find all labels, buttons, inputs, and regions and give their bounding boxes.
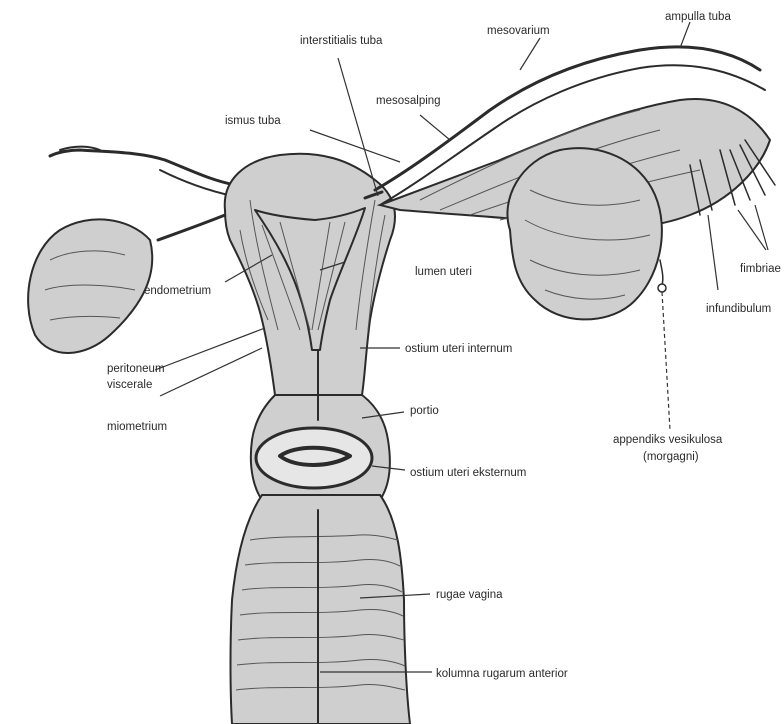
- label-portio: portio: [410, 405, 439, 417]
- left-ovary: [28, 219, 152, 353]
- appendix-vesiculosa: [660, 260, 663, 285]
- label-mesosalping: mesosalping: [376, 95, 441, 107]
- label-infundibulum: infundibulum: [706, 303, 771, 315]
- leader-infundibulum: [708, 215, 718, 290]
- leader-ampulla: [680, 22, 690, 48]
- label-peritoneum-line1: peritoneum: [107, 363, 165, 375]
- uterus-body: [225, 154, 395, 395]
- label-isthmus-tubae: ismus tuba: [225, 115, 281, 127]
- label-endometrium: endometrium: [144, 285, 211, 297]
- label-lumen-uteri: lumen uteri: [415, 266, 472, 278]
- label-ostium-uteri-externum: ostium uteri eksternum: [410, 467, 526, 479]
- external-os: [256, 428, 372, 488]
- leader-mesosalping: [420, 115, 450, 140]
- vagina: [231, 495, 411, 724]
- leader-mesovarium: [520, 38, 540, 70]
- label-fimbriae: fimbriae: [740, 263, 781, 275]
- label-appendix-line2: (morgagni): [643, 451, 699, 463]
- label-peritoneum-line2: viscerale: [107, 379, 152, 391]
- label-mesovarium: mesovarium: [487, 25, 550, 37]
- label-ostium-uteri-internum: ostium uteri internum: [405, 343, 512, 355]
- leader-peritoneum: [155, 328, 265, 370]
- right-ovary: [507, 148, 661, 319]
- leader-myometrium: [160, 348, 262, 396]
- left-fallopian-tube: [50, 150, 235, 185]
- label-myometrium: miometrium: [107, 421, 167, 433]
- left-ovarian-ligament: [158, 215, 225, 240]
- leader-appendix: [662, 292, 670, 430]
- label-kolumna-rugarum: kolumna rugarum anterior: [436, 668, 568, 680]
- label-ampulla-tubae: ampulla tuba: [665, 11, 731, 23]
- label-appendix-line1: appendiks vesikulosa: [613, 434, 723, 446]
- label-rugae-vaginae: rugae vagina: [436, 589, 503, 601]
- label-interstitialis-tubae: interstitialis tuba: [300, 35, 383, 47]
